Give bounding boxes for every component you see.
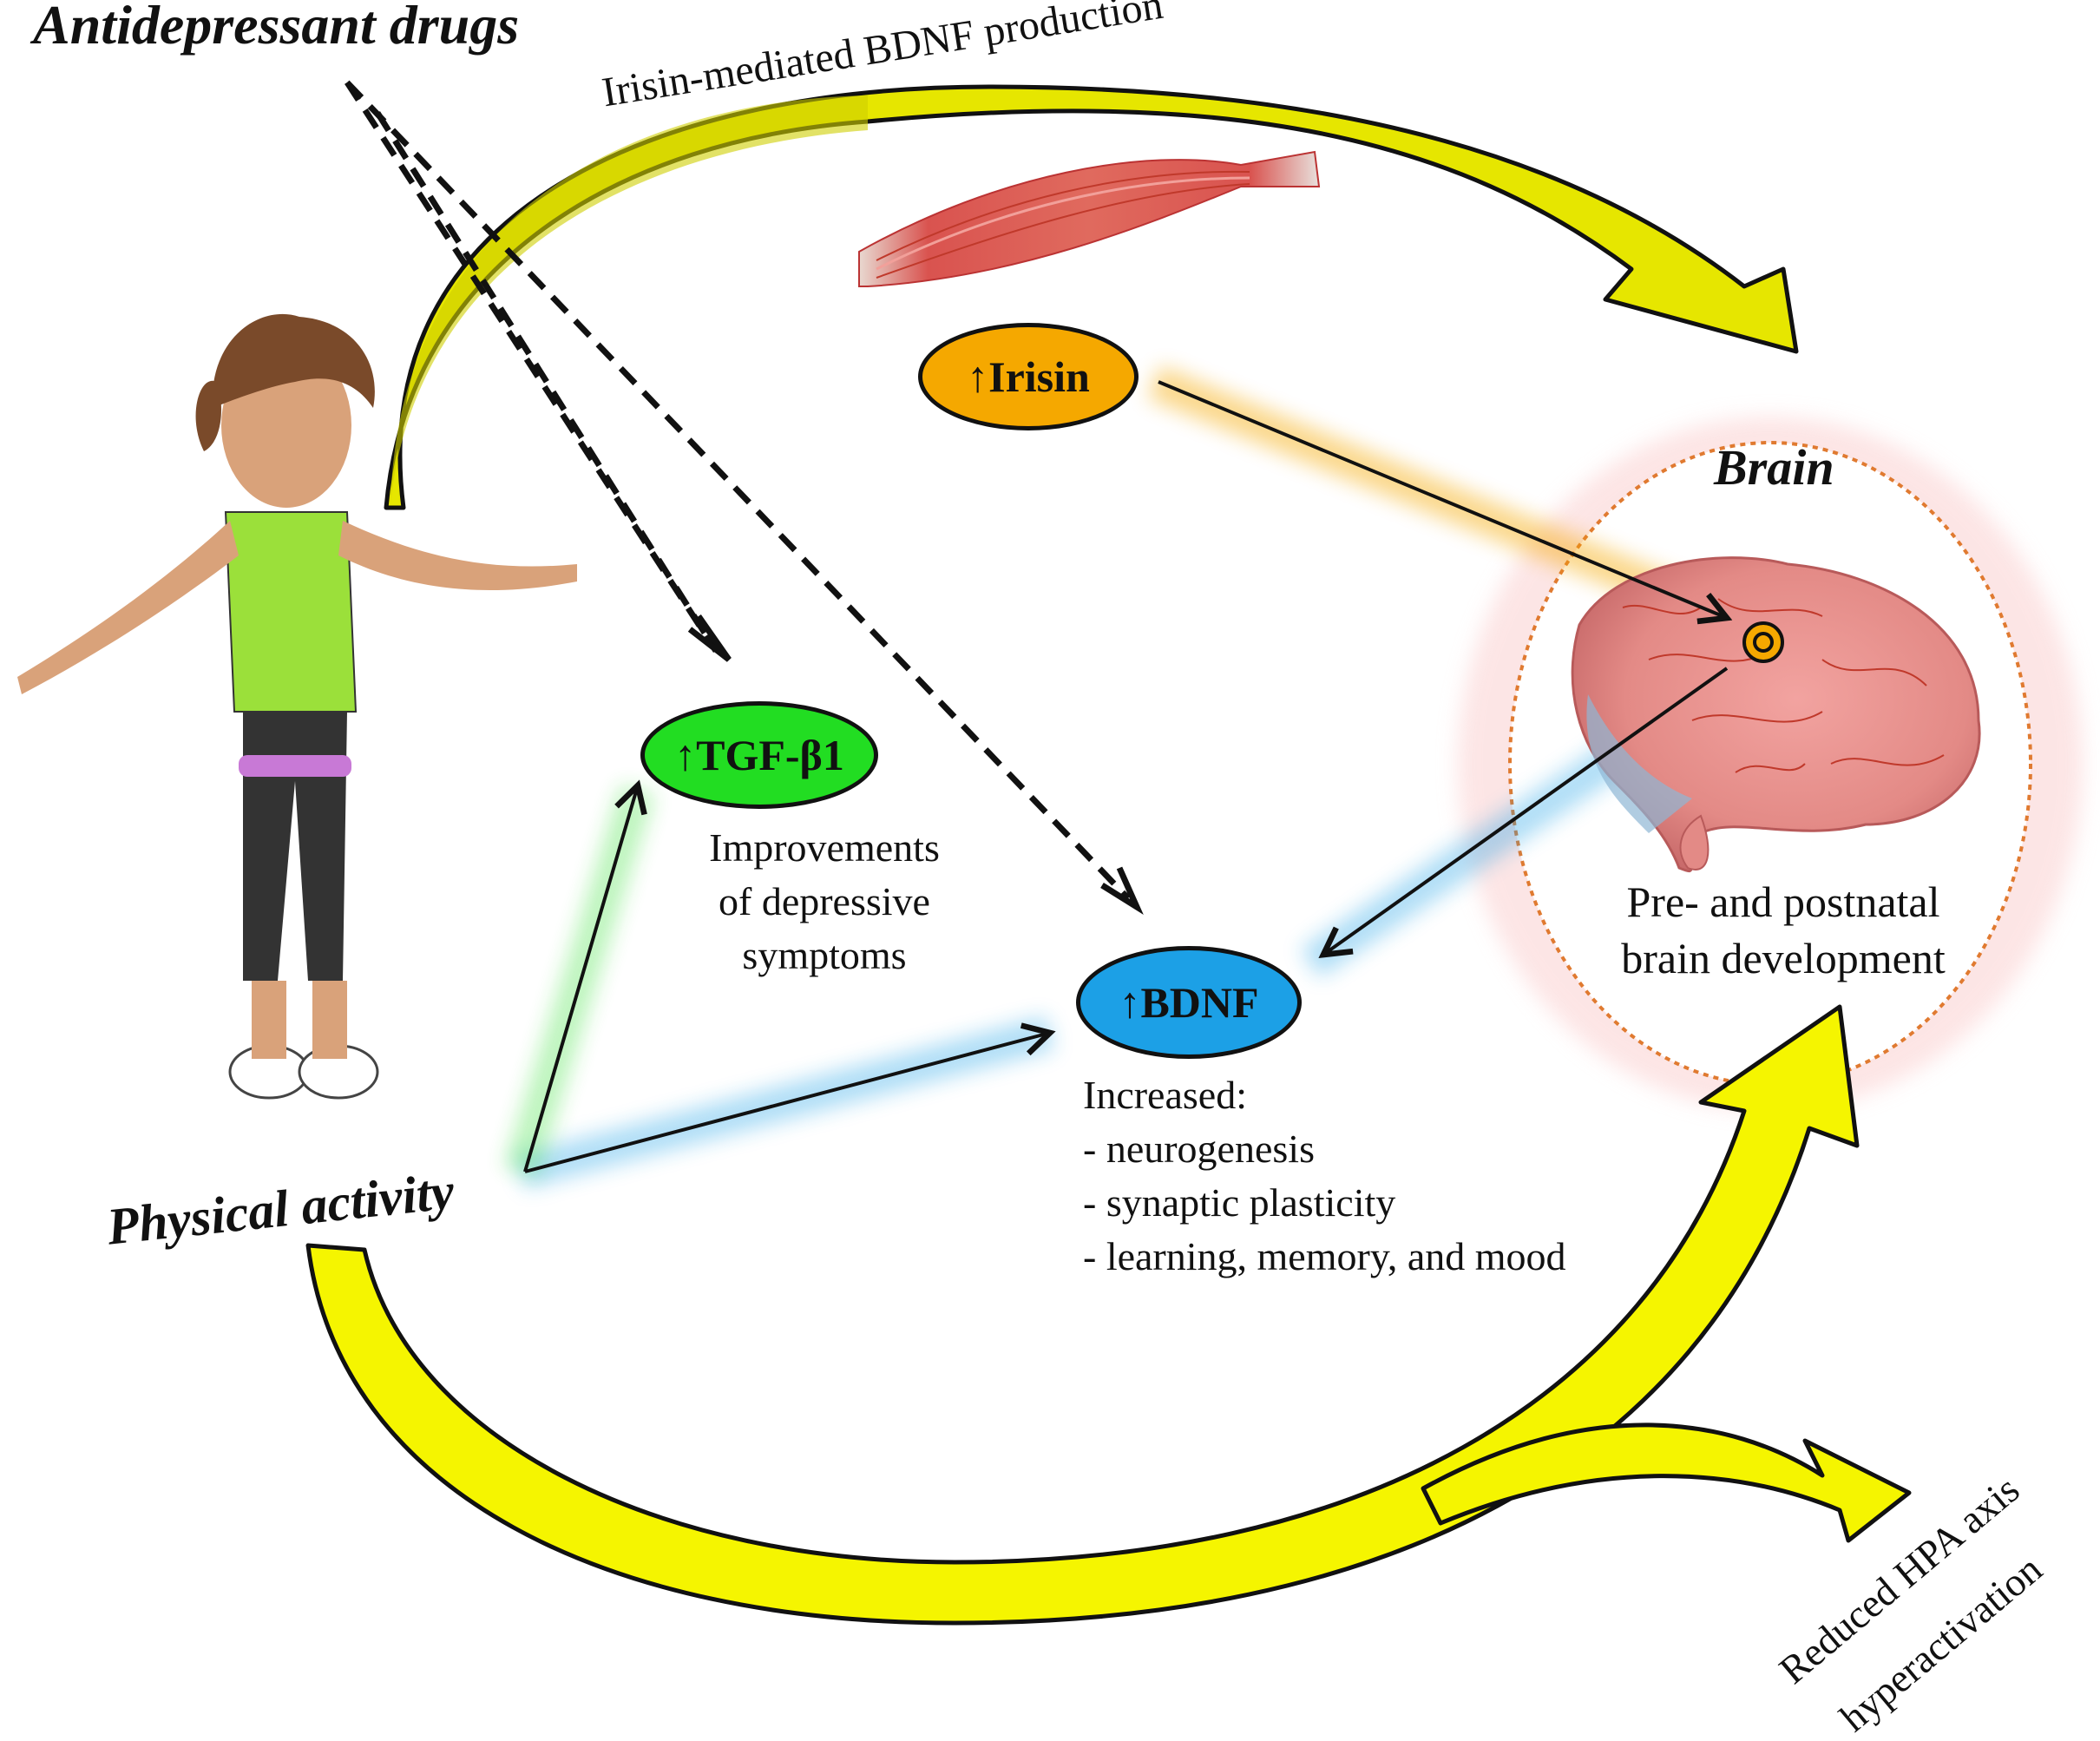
muscle-illustration [858, 150, 1321, 287]
bdnf-node: ↑BDNF [1076, 946, 1302, 1059]
dashed-head-tgf [687, 614, 732, 662]
dashed-arrow-to-tgf-1 [345, 81, 719, 653]
tgf-node: ↑TGF-β1 [640, 701, 878, 809]
arrow-pa-bdnf [524, 1033, 1050, 1173]
bdnf-effects-heading: Increased: [1083, 1073, 1247, 1117]
brain-caption-line1: Pre- and postnatal [1626, 877, 1940, 926]
arrow-irisin-brain [1158, 380, 1727, 618]
bdnf-effect-item: - learning, memory, and mood [1083, 1234, 1566, 1278]
tgf-effect-line2: of depressive [719, 879, 930, 923]
arrow-pa-tgf [523, 785, 638, 1173]
brain-caption-line2: brain development [1621, 934, 1946, 982]
brain-illustration [1571, 556, 1981, 873]
dashed-head-bdnf [1100, 866, 1144, 916]
top-curved-arrow [384, 84, 1799, 510]
top-arrow-shade [390, 95, 868, 503]
dashed-arrow-to-tgf-2 [375, 111, 719, 653]
brain-title: Brain [1714, 439, 1834, 496]
tgf-effect-line3: symptoms [742, 933, 907, 977]
tgf-effect-line1: Improvements [709, 825, 940, 870]
title-antidepressant-drugs: Antidepressant drugs [33, 0, 520, 56]
bdnf-effect-item: - neurogenesis [1083, 1127, 1315, 1171]
bdnf-effect-item: - synaptic plasticity [1083, 1180, 1396, 1225]
hpa-branch-arrow [1421, 1422, 1912, 1543]
irisin-node: ↑Irisin [918, 323, 1139, 430]
avatar-figure [17, 313, 577, 1100]
dashed-arrow-to-bdnf [345, 80, 1131, 901]
arrow-brain-bdnf [1323, 667, 1729, 955]
